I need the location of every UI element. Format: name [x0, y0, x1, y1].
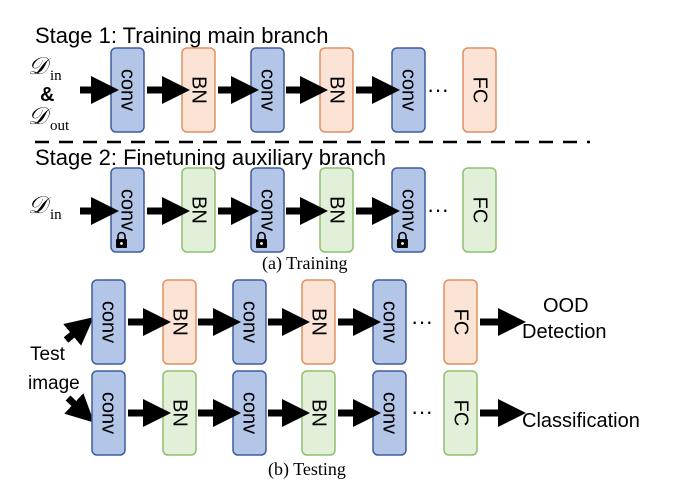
test-top-conv-block-5: conv	[372, 279, 407, 365]
stage1-fc-label-6: FC	[469, 77, 491, 104]
stage2-lock-icon-5	[397, 231, 408, 248]
stage1-conv-label-5: conv	[398, 69, 420, 111]
test-top-row: conv BN conv BN conv FC	[91, 279, 526, 365]
stage1-input-dout-symbol: 𝒟	[28, 104, 52, 130]
ood-label-line2: Detection	[522, 321, 607, 343]
test-top-conv-block-3: conv	[232, 279, 267, 365]
test-input-arrow-bottom	[64, 393, 95, 423]
stage2-ellipsis: ···	[427, 197, 449, 222]
stage2-conv-block-5: conv	[391, 167, 426, 253]
stage1-conv-label-1: conv	[117, 69, 139, 111]
stage1-title: Stage 1: Training main branch	[35, 23, 329, 48]
stage2-bn-label-2: BN	[188, 196, 210, 224]
stage2-conv-label-3: conv	[257, 189, 279, 231]
test-label-line1: Test	[30, 344, 66, 365]
stage1-conv-block-1: conv	[110, 47, 145, 133]
test-top-fc-label-6: FC	[450, 309, 472, 336]
stage2-conv-label-1: conv	[117, 189, 139, 231]
test-top-bn-block-2: BN	[162, 279, 197, 365]
test-bottom-conv-block-3: conv	[232, 370, 267, 456]
stage1-input-dout-sub: out	[50, 118, 70, 134]
stage1-conv-label-3: conv	[257, 69, 279, 111]
stage2-fc-label-6: FC	[469, 197, 491, 224]
stage1-ampersand: &	[40, 84, 54, 106]
test-bottom-conv-label-5: conv	[379, 392, 401, 434]
test-bottom-conv-block-5: conv	[372, 370, 407, 456]
test-bottom-conv-label-3: conv	[239, 392, 261, 434]
test-bottom-conv-block-1: conv	[91, 370, 126, 456]
stage1-conv-block-5: conv	[391, 47, 426, 133]
test-bottom-row: conv BN conv BN conv FC	[91, 370, 526, 456]
stage1-bn-block-4: BN	[319, 47, 354, 133]
test-top-conv-block-1: conv	[91, 279, 126, 365]
stage1-ellipsis: ···	[427, 77, 449, 102]
stage1-input-din-sub: in	[50, 68, 62, 84]
test-top-bn-label-2: BN	[169, 308, 191, 336]
stage2-input-din-symbol: 𝒟	[28, 193, 52, 219]
caption-training: (a) Training	[262, 253, 348, 274]
test-top-fc-block-6: FC	[443, 279, 478, 365]
stage2-lock-icon-3	[256, 231, 267, 248]
test-input-arrow-top	[63, 317, 94, 346]
stage2-input-din-sub: in	[50, 207, 62, 223]
stage2-input-label: 𝒟 in	[28, 193, 62, 223]
test-bottom-ellipsis: ···	[411, 399, 433, 424]
stage2-row: conv BN conv BN conv FC	[80, 167, 497, 253]
test-top-bn-label-4: BN	[308, 308, 330, 336]
stage1-input-label: 𝒟 in & 𝒟 out	[28, 54, 70, 134]
stage2-bn-label-4: BN	[326, 196, 348, 224]
test-bottom-bn-block-2: BN	[162, 370, 197, 456]
test-bottom-fc-label-6: FC	[450, 400, 472, 427]
test-bottom-fc-block-6: FC	[443, 370, 478, 456]
test-top-conv-label-1: conv	[98, 301, 120, 343]
stage2-conv-block-1: conv	[110, 167, 145, 253]
ood-label-line1: OOD	[543, 295, 589, 317]
classification-label: Classification	[522, 410, 640, 432]
stage2-title: Stage 2: Finetuning auxiliary branch	[35, 145, 386, 170]
stage2-lock-icon-1	[116, 231, 127, 248]
test-bottom-bn-block-4: BN	[301, 370, 336, 456]
stage1-bn-label-4: BN	[326, 76, 348, 104]
stage2-bn-block-2: BN	[181, 167, 216, 253]
test-bottom-bn-label-2: BN	[169, 399, 191, 427]
stage2-fc-block-6: FC	[462, 167, 497, 253]
stage1-bn-label-2: BN	[188, 76, 210, 104]
test-bottom-bn-label-4: BN	[308, 399, 330, 427]
stage1-input-din-symbol: 𝒟	[28, 54, 52, 80]
stage1-conv-block-3: conv	[250, 47, 285, 133]
test-top-ellipsis: ···	[411, 309, 433, 334]
stage1-row: conv BN conv BN conv FC	[80, 47, 497, 133]
stage2-conv-label-5: conv	[398, 189, 420, 231]
test-top-conv-label-5: conv	[379, 301, 401, 343]
test-bottom-conv-label-1: conv	[98, 392, 120, 434]
caption-testing: (b) Testing	[268, 459, 346, 480]
test-top-bn-block-4: BN	[301, 279, 336, 365]
stage1-bn-block-2: BN	[181, 47, 216, 133]
stage1-fc-block-6: FC	[462, 47, 497, 133]
stage2-bn-block-4: BN	[319, 167, 354, 253]
test-top-conv-label-3: conv	[239, 301, 261, 343]
stage2-conv-block-3: conv	[250, 167, 285, 253]
test-label-line2: image	[28, 373, 80, 394]
